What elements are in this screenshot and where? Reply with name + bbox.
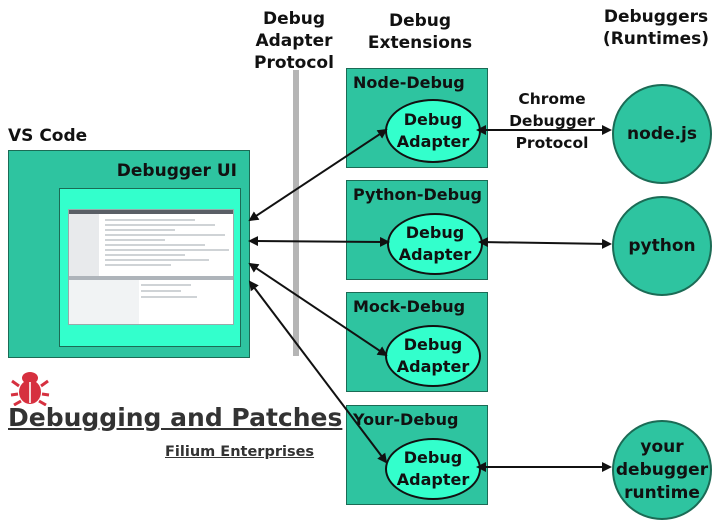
extensions-header-line-1: Debug bbox=[388, 11, 452, 31]
extensions-header: Debug Extensions bbox=[360, 10, 480, 54]
mini-panel-left bbox=[69, 280, 139, 324]
mini-code-9 bbox=[105, 259, 209, 261]
debuggers-header-line-1: Debuggers bbox=[603, 7, 709, 27]
mini-panel-right-2 bbox=[141, 290, 181, 292]
mini-panel-right-3 bbox=[141, 296, 197, 298]
vscode-label: VS Code bbox=[8, 126, 88, 146]
mini-code-5 bbox=[105, 239, 165, 241]
adapter-line-2: Adapter bbox=[396, 357, 470, 376]
mini-code-1 bbox=[105, 219, 195, 221]
adapter-line-1: Debug bbox=[405, 223, 465, 242]
runtime-nodejs: node.js bbox=[612, 84, 712, 184]
vscode-box: Debugger UI bbox=[8, 150, 250, 358]
debugger-ui-label: Debugger UI bbox=[116, 161, 237, 181]
chrome-protocol-line-1: Chrome bbox=[518, 90, 586, 108]
runtime-label: node.js bbox=[627, 123, 697, 144]
runtime-label-line-3: runtime bbox=[624, 482, 700, 503]
mini-code-6 bbox=[105, 244, 205, 246]
mini-code-3 bbox=[105, 229, 175, 231]
mini-panel-right bbox=[141, 284, 191, 286]
extension-title: Node-Debug bbox=[353, 73, 465, 92]
runtime-your-debugger: your debugger runtime bbox=[612, 420, 712, 520]
arrow-ui-to-node-adapter bbox=[248, 128, 388, 222]
arrow-python-adapter-to-python bbox=[478, 237, 612, 249]
arrow-ui-to-your-adapter bbox=[248, 280, 388, 464]
mini-code-8 bbox=[105, 254, 185, 256]
adapter-line-2: Adapter bbox=[396, 132, 470, 151]
mini-titlebar bbox=[69, 210, 233, 214]
mini-code-2 bbox=[105, 224, 215, 226]
adapter-line-2: Adapter bbox=[398, 245, 472, 264]
adapter-line-1: Debug bbox=[403, 110, 463, 129]
debugger-ui-panel bbox=[59, 188, 241, 347]
adapter-line-1: Debug bbox=[403, 335, 463, 354]
arrow-ui-to-python-adapter bbox=[248, 236, 390, 247]
mini-code-7 bbox=[105, 249, 229, 251]
adapter-line-1: Debug bbox=[403, 448, 463, 467]
debuggers-header: Debuggers (Runtimes) bbox=[596, 6, 716, 50]
protocol-header-line-3: Protocol bbox=[254, 53, 334, 73]
adapter-line-2: Adapter bbox=[396, 470, 470, 489]
protocol-header-line-2: Adapter bbox=[255, 31, 333, 51]
runtime-python: python bbox=[612, 196, 712, 296]
protocol-header-line-1: Debug bbox=[262, 9, 326, 29]
runtime-label-line-2: debugger bbox=[615, 459, 709, 480]
protocol-header: Debug Adapter Protocol bbox=[244, 8, 344, 74]
runtime-label: python bbox=[628, 235, 696, 256]
debugger-ui-screenshot bbox=[68, 209, 234, 325]
mini-panel-bar bbox=[69, 276, 233, 280]
extensions-header-line-2: Extensions bbox=[367, 33, 473, 53]
mini-code-4 bbox=[105, 234, 225, 236]
bug-icon bbox=[10, 368, 50, 406]
runtime-label-line-1: your bbox=[640, 436, 684, 457]
chrome-protocol-line-3: Protocol bbox=[515, 134, 589, 152]
debuggers-header-line-2: (Runtimes) bbox=[602, 29, 710, 49]
mini-sidebar bbox=[69, 214, 99, 276]
mini-code-10 bbox=[105, 264, 171, 266]
